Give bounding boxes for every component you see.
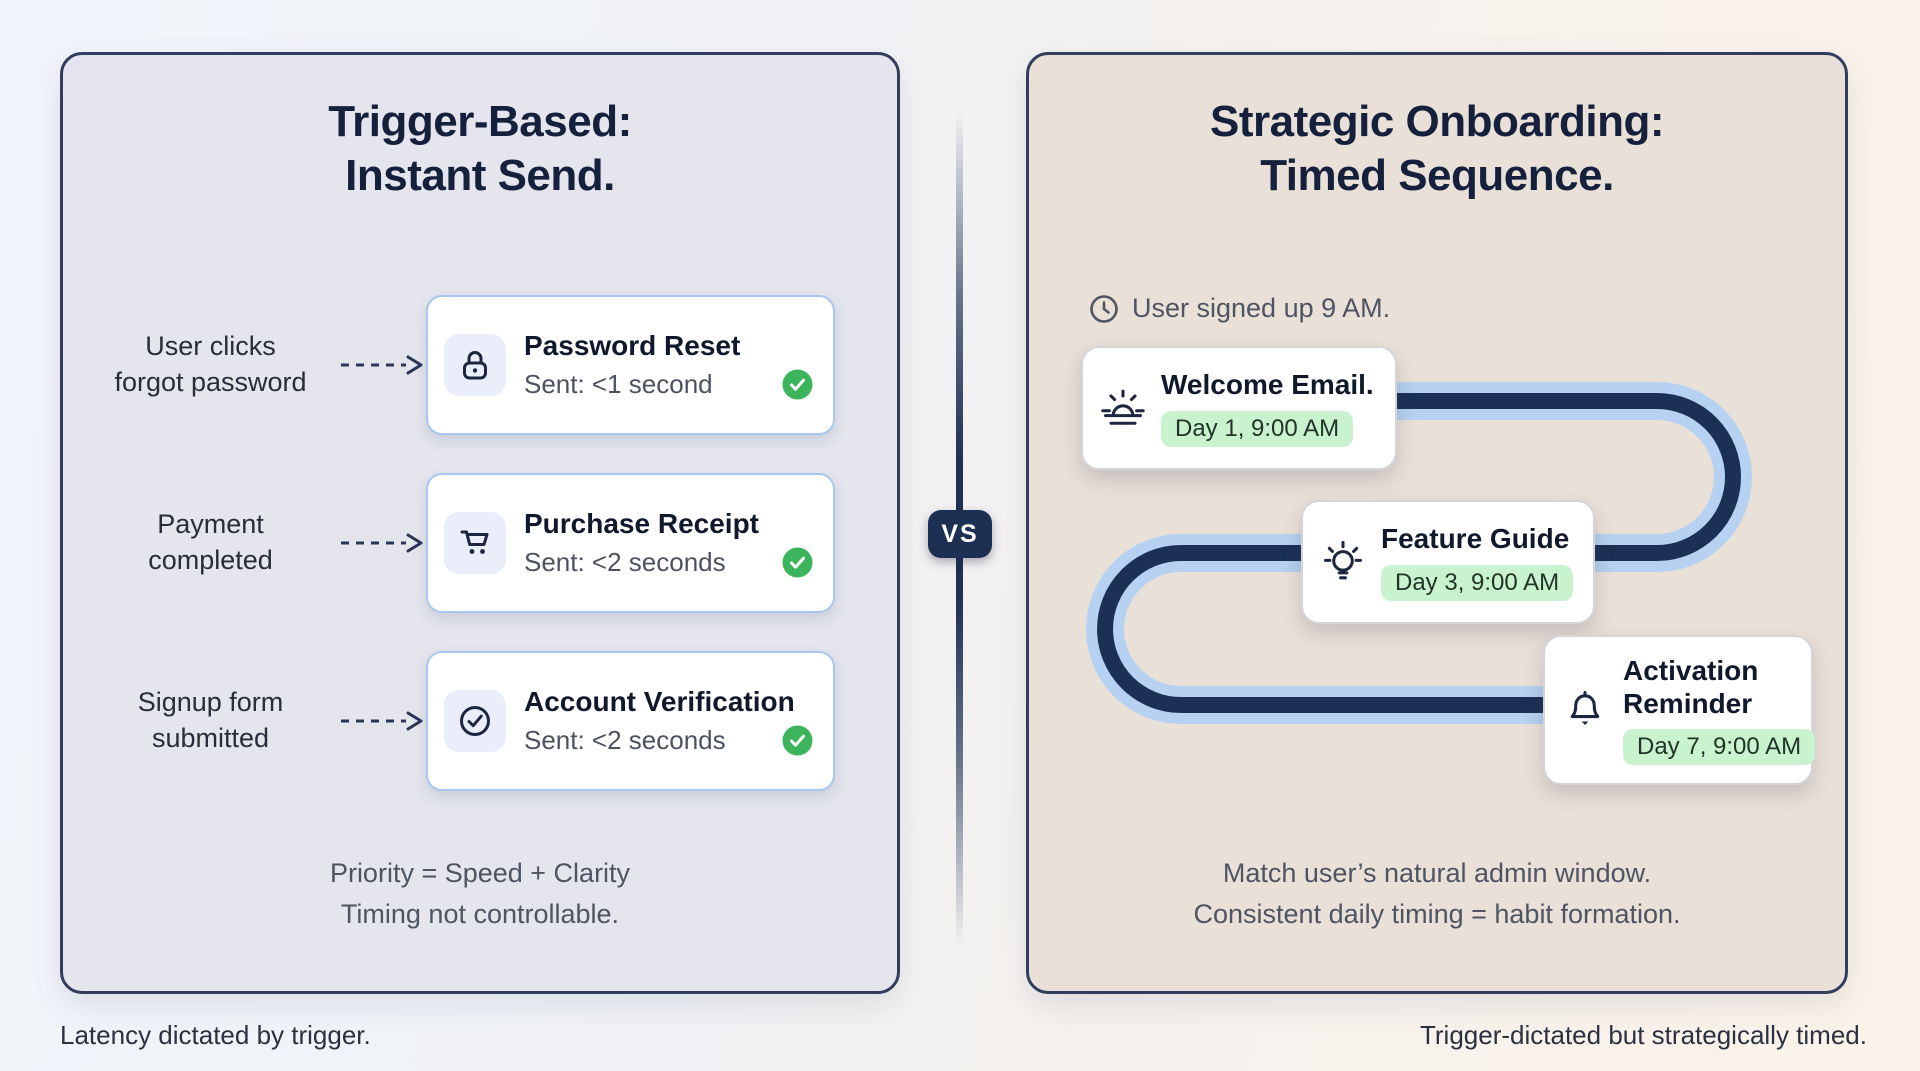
trigger-label: Signup form submitted (83, 685, 338, 756)
step-title: Activation Reminder (1623, 655, 1759, 719)
step-title: Welcome Email. (1161, 369, 1374, 401)
cart-icon (444, 512, 506, 574)
page-title: Strategic Onboarding: Timed Sequence. (1029, 95, 1845, 202)
success-check-icon (782, 547, 813, 578)
trigger-label-line: completed (148, 545, 273, 575)
email-title: Account Verification (524, 686, 795, 717)
dashed-arrow-icon (338, 708, 426, 734)
sent-status: Sent: <2 seconds (524, 725, 726, 755)
summary-line: Priority = Speed + Clarity (329, 858, 631, 888)
step-time-pill: Day 1, 9:00 AM (1161, 410, 1354, 447)
sent-status: Sent: <1 second (524, 369, 713, 399)
trigger-label: User clicks forgot password (83, 329, 338, 400)
success-check-icon (782, 725, 813, 756)
strategic-onboarding-panel: Strategic Onboarding: Timed Sequence. Us… (1026, 52, 1848, 994)
step-title: Feature Guide (1381, 523, 1570, 555)
right-summary: Match user’s natural admin window. Consi… (1029, 853, 1845, 934)
dashed-arrow-icon (338, 352, 426, 378)
caption-right: Trigger-dictated but strategically timed… (1419, 1020, 1867, 1050)
sunrise-icon (1099, 384, 1147, 432)
step-time-pill: Day 3, 9:00 AM (1381, 564, 1574, 601)
email-title: Password Reset (524, 330, 741, 361)
check-circle-icon (444, 690, 506, 752)
summary-line: Timing not controllable. (340, 898, 620, 929)
trigger-label-line: Signup form (137, 687, 284, 718)
left-summary: Priority = Speed + Clarity Timing not co… (63, 853, 897, 934)
title-line-2: Timed Sequence. (1260, 150, 1614, 200)
email-card: Password Reset Sent: <1 second (426, 295, 835, 435)
trigger-label-line: Payment (157, 509, 264, 540)
lightbulb-icon (1319, 538, 1367, 586)
dashed-arrow-icon (338, 530, 426, 556)
trigger-row: Payment completed (83, 473, 835, 613)
step-card: Feature Guide Day 3, 9:00 AM (1301, 500, 1595, 624)
caption-left: Latency dictated by trigger. (60, 1020, 371, 1050)
trigger-based-panel: Trigger-Based: Instant Send. User clicks… (60, 52, 900, 994)
title-line-1: Strategic Onboarding: (1210, 97, 1664, 146)
bell-icon (1561, 686, 1609, 734)
step-card: Welcome Email. Day 1, 9:00 AM (1081, 346, 1397, 470)
email-title: Purchase Receipt (524, 508, 759, 539)
step-time-pill: Day 7, 9:00 AM (1623, 728, 1816, 765)
signup-note-text: User signed up 9 AM. (1132, 293, 1391, 323)
email-card: Account Verification Sent: <2 seconds (426, 651, 835, 791)
email-card: Purchase Receipt Sent: <2 seconds (426, 473, 835, 613)
summary-line: Match user’s natural admin window. (1222, 858, 1652, 888)
trigger-rows: User clicks forgot password (63, 295, 897, 791)
step-card: Activation Reminder Day 7, 9:00 AM (1543, 635, 1816, 785)
trigger-label: Payment completed (83, 507, 338, 578)
signup-note: User signed up 9 AM. (1089, 293, 1390, 324)
vs-badge: VS (928, 510, 992, 558)
title-line-1: Trigger-Based: (328, 97, 632, 146)
title-line-2: Instant Send. (345, 150, 615, 200)
trigger-row: User clicks forgot password (83, 295, 835, 435)
trigger-label-line: submitted (151, 723, 270, 753)
lock-icon (444, 334, 506, 396)
trigger-label-line: User clicks (145, 331, 276, 362)
trigger-row: Signup form submitted (83, 651, 835, 791)
sent-status: Sent: <2 seconds (524, 547, 726, 577)
success-check-icon (782, 369, 813, 400)
page-title: Trigger-Based: Instant Send. (63, 95, 897, 202)
trigger-label-line: forgot password (114, 367, 307, 397)
clock-icon (1089, 294, 1119, 324)
summary-line: Consistent daily timing = habit formatio… (1193, 898, 1681, 929)
